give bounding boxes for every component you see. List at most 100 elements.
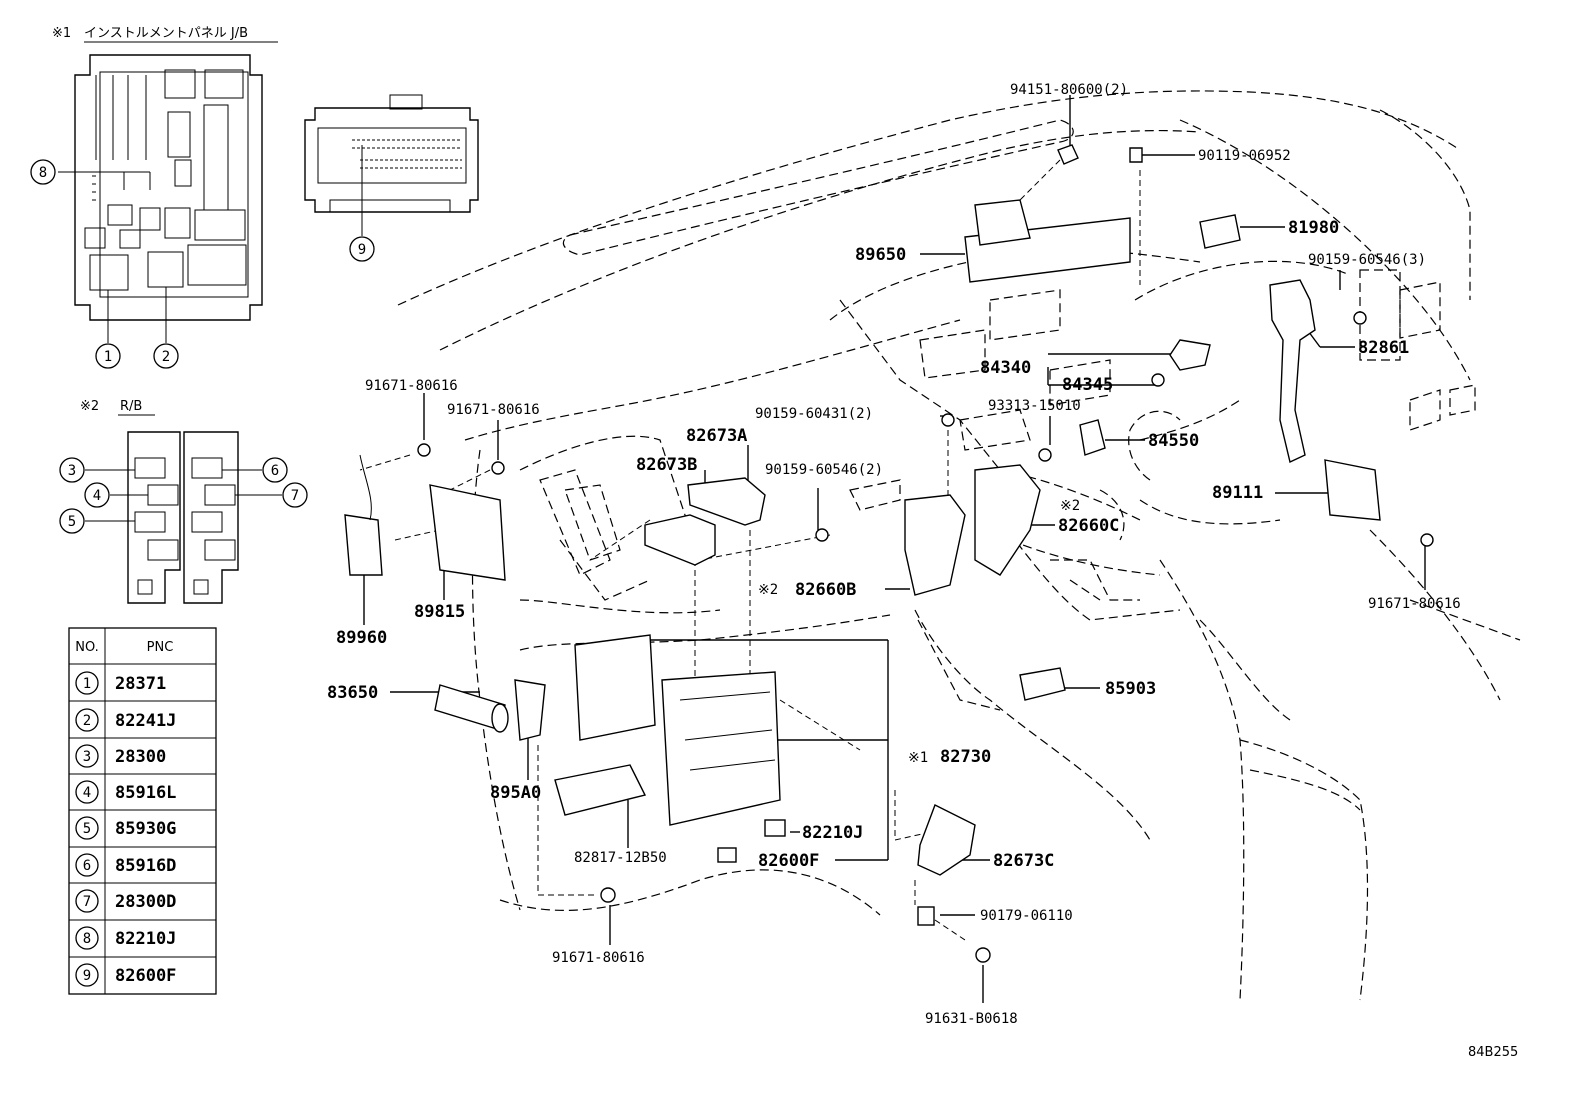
label-89111: 89111 (1212, 483, 1263, 503)
label-82660C: 82660C (1058, 516, 1119, 536)
callout-4 (84, 482, 110, 508)
label-82210J: 82210J (802, 823, 863, 843)
label-81980: 81980 (1288, 218, 1339, 238)
svg-text:3: 3 (68, 463, 76, 479)
callout-7 (282, 482, 308, 508)
label-91671-c: 91671-80616 (1368, 596, 1461, 612)
callout-1 (95, 343, 121, 369)
table-row-no: 7 (83, 894, 91, 910)
part-895A0 (514, 679, 546, 741)
label-89960: 89960 (336, 628, 387, 648)
part-82600F (717, 847, 737, 863)
bracket-82673C (917, 804, 976, 876)
label-90159-2: 90159-60546(2) (765, 462, 883, 478)
svg-text:5: 5 (68, 514, 76, 530)
table-row-pnc: 85930G (115, 819, 176, 839)
jb-rear-view: 9 (304, 94, 479, 262)
svg-text:6: 6 (271, 463, 279, 479)
label-82673A: 82673A (686, 426, 747, 446)
bolt-91631 (975, 947, 991, 963)
table-row-no: 9 (83, 968, 91, 984)
label-91671-d: 91671-80616 (552, 950, 645, 966)
svg-text:9: 9 (358, 242, 366, 258)
inset-jb-title: インストルメントパネル J/B (84, 26, 248, 41)
label-82673C: 82673C (993, 851, 1054, 871)
table-header-pnc: PNC (147, 640, 174, 655)
label-82600F: 82600F (758, 851, 819, 871)
unit-89111 (1324, 459, 1381, 521)
relay-81980 (1199, 214, 1241, 249)
label-82730-mark: ※1 (908, 750, 928, 766)
label-82660C-mark: ※2 (1060, 498, 1080, 514)
nut-90179 (917, 906, 935, 926)
table-row-no: 6 (83, 858, 91, 874)
part-82210J (764, 819, 786, 837)
label-83650: 83650 (327, 683, 378, 703)
svg-text:2: 2 (162, 349, 170, 365)
table-row-pnc: 85916D (115, 856, 176, 876)
table-header-no: NO. (75, 640, 99, 655)
label-85903: 85903 (1105, 679, 1156, 699)
callout-8 (30, 159, 56, 185)
parts-shapes (344, 144, 1434, 963)
sensor-89960 (344, 514, 383, 576)
bracket-82861 (1269, 279, 1316, 463)
table-row-pnc: 28371 (115, 674, 166, 694)
label-895A0: 895A0 (490, 783, 541, 803)
part-84345 (1151, 373, 1165, 387)
table-row-pnc: 85916L (115, 783, 176, 803)
leader-lines (359, 95, 1426, 1003)
label-93313: 93313-15010 (988, 398, 1081, 414)
label-90119: 90119-06952 (1198, 148, 1291, 164)
label-82660B-mark: ※2 (758, 582, 778, 598)
svg-text:8: 8 (39, 165, 47, 181)
callout-2 (153, 343, 179, 369)
label-89650: 89650 (855, 245, 906, 265)
table-row-pnc: 28300D (115, 892, 176, 912)
callout-9 (349, 236, 375, 262)
label-89815: 89815 (414, 602, 465, 622)
switch-84550 (1079, 419, 1106, 456)
table-row-no: 5 (83, 821, 91, 837)
bolt-90159-3 (1353, 311, 1367, 325)
table-row-pnc: 82600F (115, 966, 176, 986)
label-82817: 82817-12B50 (574, 850, 667, 866)
jb-82730 (661, 671, 781, 826)
table-row-no: 1 (83, 676, 91, 692)
module-89815 (429, 484, 506, 581)
bracket-82673A (687, 477, 766, 526)
label-91671-b: 91671-80616 (447, 402, 540, 418)
bracket-82660B (904, 494, 966, 596)
table-row-pnc: 82241J (115, 711, 176, 731)
svg-text:4: 4 (93, 488, 101, 504)
callout-5 (59, 508, 85, 534)
inset-jb: ※1 インストルメントパネル J/B 8 1 2 (30, 26, 278, 369)
label-84345: 84345 (1062, 375, 1113, 395)
label-91631: 91631-B0618 (925, 1011, 1018, 1027)
label-82660B: 82660B (795, 580, 856, 600)
table-row-no: 3 (83, 749, 91, 765)
jb-block (74, 54, 263, 321)
table-row-no: 2 (83, 713, 91, 729)
label-84550: 84550 (1148, 431, 1199, 451)
label-82673B: 82673B (636, 455, 697, 475)
inset-rb-marker: ※2 (80, 399, 99, 414)
label-82861: 82861 (1358, 338, 1409, 358)
table-row-pnc: 82210J (115, 929, 176, 949)
bolt-93313 (1038, 448, 1052, 462)
label-90159-431: 90159-60431(2) (755, 406, 873, 422)
bolt-90119 (1129, 147, 1143, 163)
table-row-pnc: 28300 (115, 747, 166, 767)
label-90159-3: 90159-60546(3) (1308, 252, 1426, 268)
label-91671-a: 91671-80616 (365, 378, 458, 394)
callout-3 (59, 457, 85, 483)
relay-85903 (1019, 667, 1066, 701)
inset-jb-marker: ※1 (52, 26, 71, 41)
label-82730: 82730 (940, 747, 991, 767)
table-row-no: 4 (83, 785, 91, 801)
svg-text:7: 7 (291, 488, 299, 504)
drawing-code: 84B255 (1468, 1045, 1518, 1060)
label-90179: 90179-06110 (980, 908, 1073, 924)
